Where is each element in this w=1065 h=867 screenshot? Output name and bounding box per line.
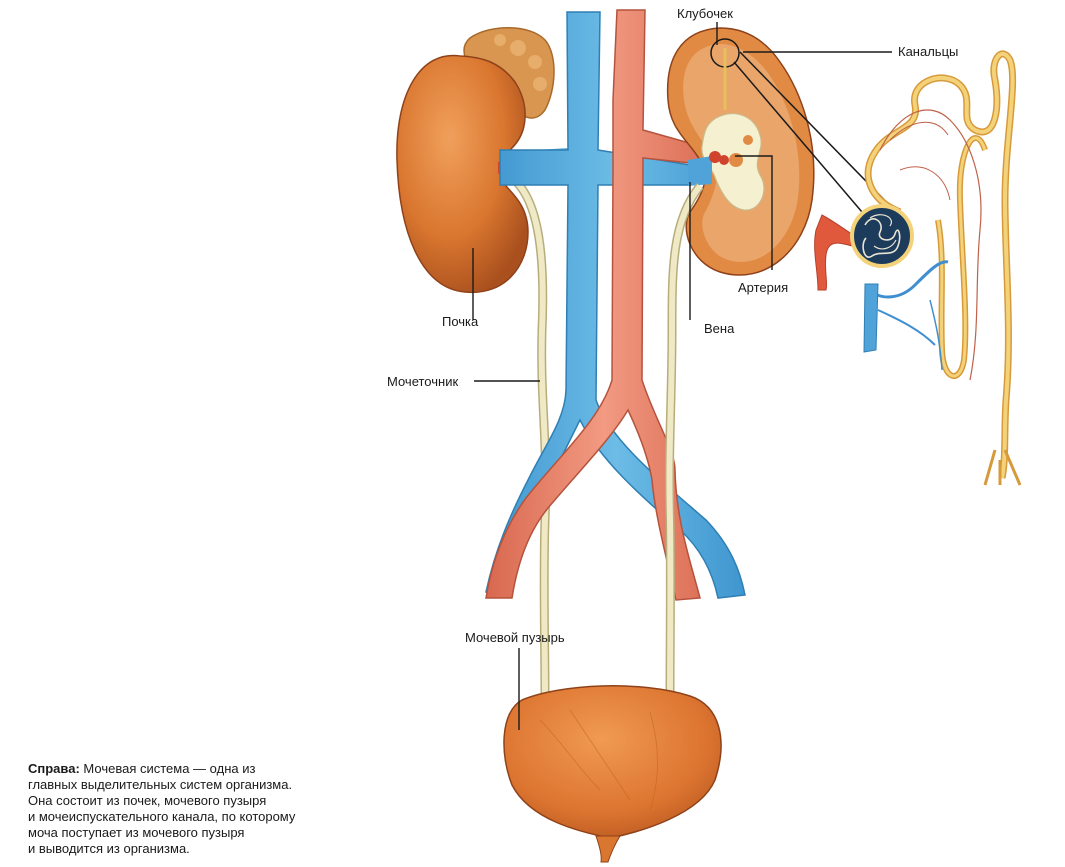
caption-lead: Справа: — [28, 761, 80, 776]
inferior-vena-cava — [485, 11, 746, 599]
bladder — [503, 685, 722, 863]
label-ureter: Мочеточник — [387, 374, 458, 389]
label-tubules: Канальцы — [898, 44, 958, 59]
caption-line-5: моча поступает из мочевого пузыря — [28, 825, 245, 840]
caption-line-4: и мочеиспускательного канала, по котором… — [28, 809, 296, 824]
caption-line-2: главных выделительных систем организма. — [28, 777, 293, 792]
aorta — [485, 9, 723, 601]
caption-line-6: и выводится из организма. — [28, 841, 190, 856]
caption-line-1-rest: Мочевая система — одна из — [79, 761, 256, 776]
label-bladder: Мочевой пузырь — [465, 630, 565, 645]
label-vein: Вена — [704, 321, 735, 336]
caption-line-1: Справа: Мочевая система — одна из — [28, 761, 358, 777]
left-kidney — [396, 54, 529, 294]
label-kidney: Почка — [442, 314, 479, 329]
label-artery: Артерия — [738, 280, 788, 295]
label-glomerulus: Клубочек — [677, 6, 733, 21]
caption-line-3: Она состоит из почек, мочевого пузыря — [28, 793, 267, 808]
right-renal-vessels — [688, 151, 729, 186]
nephron-detail — [733, 50, 1022, 486]
caption: Справа: Мочевая система — одна из главны… — [28, 761, 358, 857]
leader-lines — [472, 22, 892, 730]
